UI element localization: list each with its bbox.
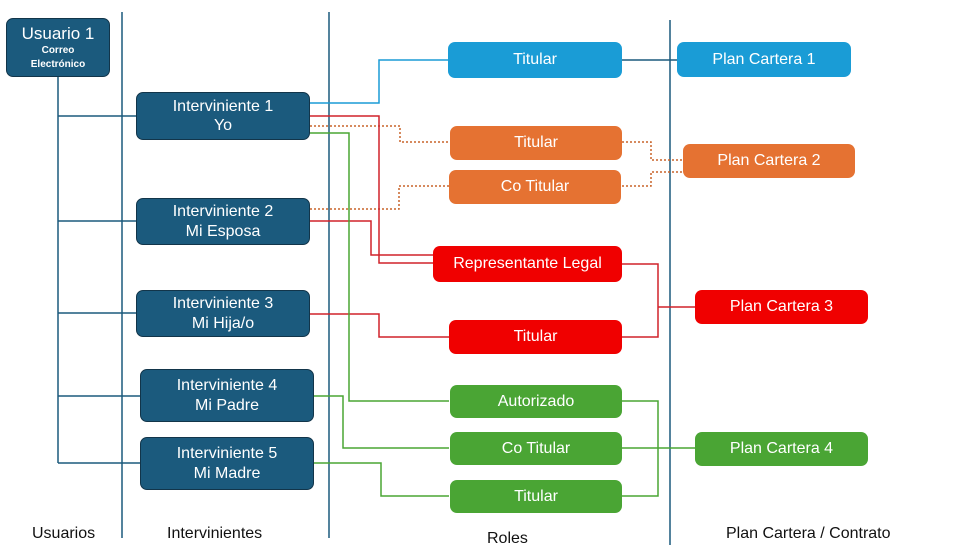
- column-label-plan-contrato: Plan Cartera / Contrato: [726, 525, 891, 542]
- role-label: Titular: [514, 487, 558, 505]
- link-titular2-plan2: [622, 141, 683, 161]
- role-label: Autorizado: [497, 392, 575, 410]
- link-int1-replegal: [310, 115, 433, 264]
- link-int4-cotitular4: [313, 395, 449, 449]
- role-label: Representante Legal: [453, 255, 602, 273]
- role-box-cotitular-plan4[interactable]: Co Titular: [450, 432, 622, 465]
- interviniente-box-3[interactable]: Interviniente 3 Mi Hija/o: [136, 290, 310, 337]
- user-subtitle-line1: Correo: [41, 45, 75, 57]
- interviniente-subtitle: Mi Padre: [194, 396, 260, 414]
- role-label: Co Titular: [500, 178, 570, 196]
- user-subtitle-line2: Electrónico: [30, 58, 86, 70]
- interviniente-subtitle: Mi Madre: [193, 464, 261, 482]
- interviniente-title: Interviniente 4: [176, 377, 278, 395]
- role-box-titular-plan2[interactable]: Titular: [450, 126, 622, 160]
- interviniente-subtitle: Mi Esposa: [185, 222, 261, 240]
- role-label: Titular: [513, 328, 558, 346]
- role-label: Titular: [514, 134, 558, 152]
- link-int1-titular1: [310, 59, 449, 104]
- user-title: Usuario 1: [21, 23, 95, 43]
- column-label-roles: Roles: [487, 530, 528, 547]
- role-box-autorizado-plan4[interactable]: Autorizado: [450, 385, 622, 418]
- plan-label: Plan Cartera 2: [717, 152, 821, 170]
- role-box-cotitular-plan2[interactable]: Co Titular: [449, 170, 621, 204]
- role-box-representante-legal-plan3[interactable]: Representante Legal: [433, 246, 622, 282]
- interviniente-box-4[interactable]: Interviniente 4 Mi Padre: [140, 369, 314, 422]
- link-int3-titular3: [310, 313, 449, 338]
- role-label: Co Titular: [501, 439, 571, 457]
- link-int2-replegal: [310, 220, 433, 256]
- role-label: Titular: [513, 51, 557, 69]
- user-box[interactable]: Usuario 1 Correo Electrónico: [6, 18, 110, 77]
- interviniente-box-2[interactable]: Interviniente 2 Mi Esposa: [136, 198, 310, 245]
- column-label-usuarios: Usuarios: [32, 525, 96, 542]
- interviniente-title: Interviniente 1: [172, 97, 274, 115]
- interviniente-subtitle: Yo: [213, 117, 233, 134]
- role-box-titular-plan1[interactable]: Titular: [448, 42, 622, 78]
- link-int5-titular4: [313, 462, 449, 497]
- interviniente-subtitle: Mi Hija/o: [191, 314, 255, 332]
- interviniente-title: Interviniente 2: [172, 203, 274, 221]
- plan-label: Plan Cartera 1: [712, 50, 816, 68]
- link-int1-autorizado: [310, 132, 449, 402]
- plan-box-2[interactable]: Plan Cartera 2: [683, 144, 855, 178]
- link-int2-cotitular2: [310, 185, 449, 210]
- link-cotitular2-plan2: [622, 171, 683, 187]
- plan-box-3[interactable]: Plan Cartera 3: [695, 290, 868, 324]
- interviniente-box-5[interactable]: Interviniente 5 Mi Madre: [140, 437, 314, 490]
- role-box-titular-plan4[interactable]: Titular: [450, 480, 622, 513]
- link-int1-titular2: [310, 125, 450, 143]
- role-box-titular-plan3[interactable]: Titular: [449, 320, 622, 354]
- plan-label: Plan Cartera 4: [729, 440, 834, 458]
- interviniente-title: Interviniente 3: [172, 295, 274, 313]
- plan-box-1[interactable]: Plan Cartera 1: [677, 42, 851, 77]
- interviniente-box-1[interactable]: Interviniente 1 Yo: [136, 92, 310, 140]
- interviniente-title: Interviniente 5: [176, 445, 278, 463]
- link-replegal-plan3: [622, 263, 659, 338]
- plan-label: Plan Cartera 3: [729, 298, 834, 316]
- plan-box-4[interactable]: Plan Cartera 4: [695, 432, 868, 466]
- column-label-intervinientes: Intervinientes: [167, 525, 263, 542]
